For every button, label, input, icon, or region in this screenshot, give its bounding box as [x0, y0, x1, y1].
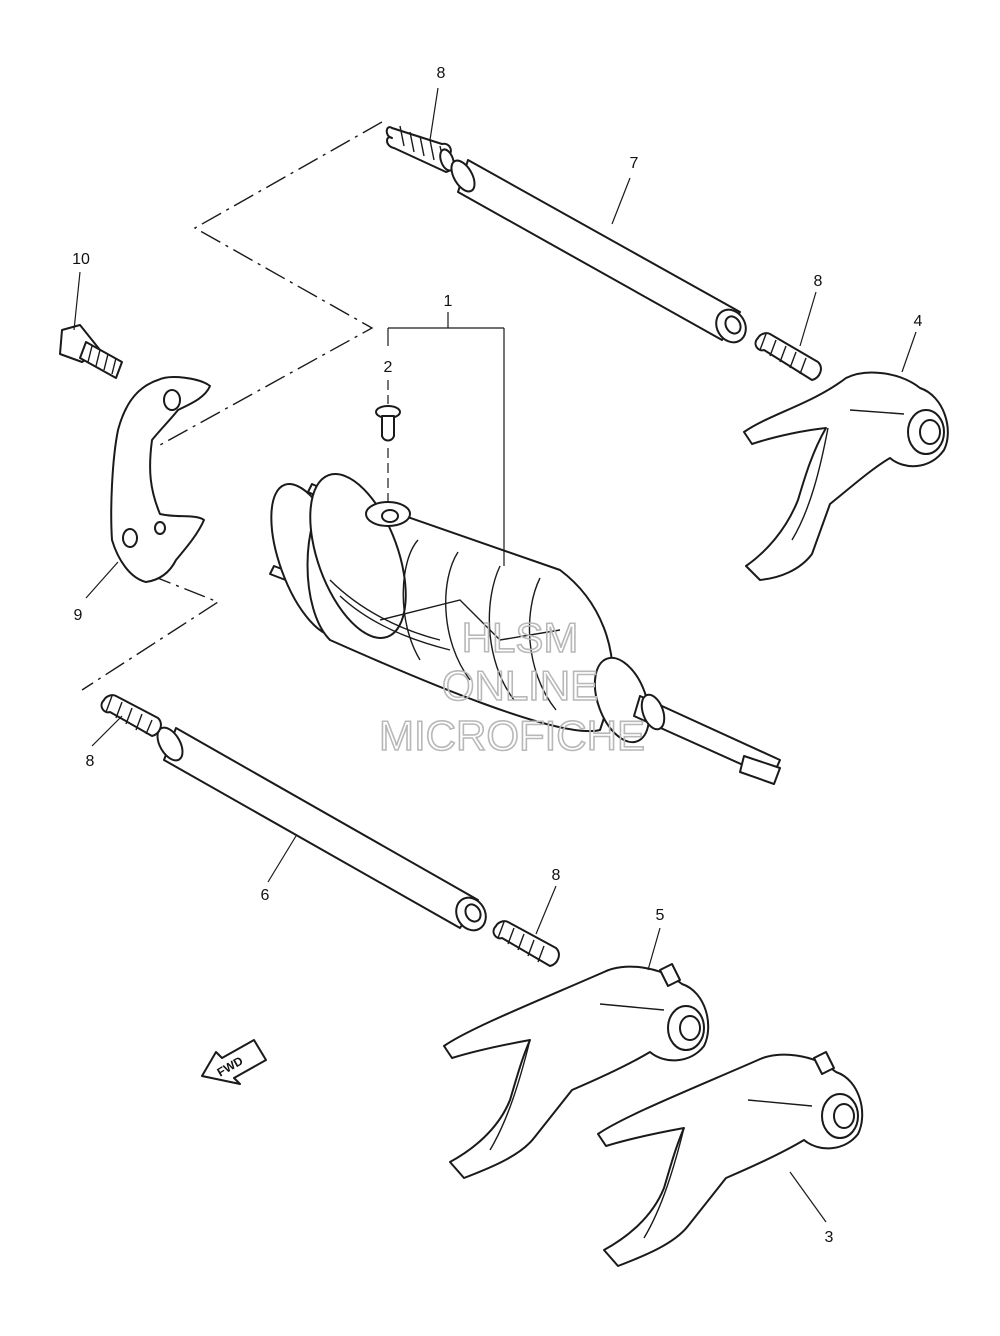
leader-lines	[73, 87, 917, 1223]
pin-2	[375, 380, 401, 508]
callout-8-top: 8	[437, 65, 446, 82]
callout-labels: 8 7 10 8 1 4 2 9 8 8 6 5 3	[72, 65, 922, 1246]
callout-8-left: 8	[86, 753, 95, 770]
segment-plate-9	[110, 376, 211, 583]
callout-3: 3	[825, 1229, 834, 1246]
watermark: HLSM ONLINE MICROFICHE	[378, 613, 646, 760]
callout-8-middle: 8	[552, 867, 561, 884]
callout-4: 4	[914, 313, 923, 330]
spring-right	[754, 332, 822, 381]
shift-fork-shaft-6	[156, 726, 487, 932]
shift-fork-5	[443, 963, 710, 1179]
shift-fork-4	[743, 371, 949, 581]
bolt-10	[59, 324, 123, 379]
shift-fork-3	[597, 1051, 864, 1267]
shift-drum-assembly	[269, 473, 781, 785]
spring-middle	[492, 920, 560, 967]
callout-8-right: 8	[814, 273, 823, 290]
callout-2: 2	[384, 359, 393, 376]
callout-10: 10	[72, 251, 90, 268]
assembly-lines	[81, 121, 383, 691]
callout-1: 1	[444, 293, 453, 310]
watermark-line-2: ONLINE	[442, 662, 598, 709]
callout-7: 7	[630, 155, 639, 172]
watermark-line-3: MICROFICHE	[379, 712, 645, 759]
callout-5: 5	[656, 907, 665, 924]
callout-9: 9	[74, 607, 83, 624]
callout-6: 6	[261, 887, 270, 904]
watermark-line-1: HLSM	[462, 614, 579, 661]
fwd-arrow: FWD	[201, 1039, 267, 1085]
spring-left	[100, 694, 162, 737]
shift-fork-shaft-7	[450, 159, 747, 344]
spring-top	[385, 125, 455, 173]
